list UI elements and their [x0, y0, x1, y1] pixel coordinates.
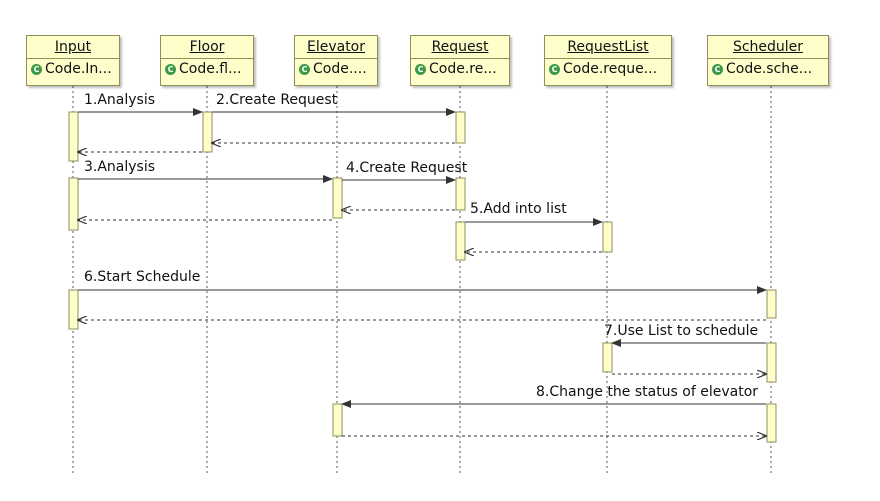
- participant-class-label: Code.fl...: [179, 61, 242, 77]
- participant-separator: [27, 58, 119, 59]
- participant-name: Scheduler: [732, 39, 804, 55]
- class-c-icon: C: [31, 64, 42, 75]
- message-label-1: 1.Analysis: [84, 92, 156, 108]
- activation-bar-3: [455, 111, 466, 144]
- message-label-6: 6.Start Schedule: [84, 269, 201, 285]
- class-c-icon: C: [299, 64, 310, 75]
- message-label-2: 2.Create Request: [216, 92, 338, 108]
- activation-bar-5: [332, 177, 343, 219]
- activation-bar-2: [202, 111, 213, 153]
- participant-name: Floor: [189, 39, 225, 55]
- participant-name: Elevator: [306, 39, 366, 55]
- activation-bar-7: [455, 221, 466, 261]
- participant-separator: [708, 58, 828, 59]
- participant-class-label: Code.reque...: [563, 61, 658, 77]
- activation-bar-9: [68, 289, 79, 330]
- activation-bar-8: [602, 221, 613, 253]
- activation-bar-6: [455, 177, 466, 211]
- activation-bar-13: [332, 403, 343, 437]
- participant-class-label: Code.re...: [429, 61, 497, 77]
- activation-bar-12: [766, 342, 777, 383]
- participant-separator: [161, 58, 253, 59]
- class-c-icon: C: [165, 64, 176, 75]
- activation-bar-14: [766, 403, 777, 443]
- participant-class-label: Code.sche...: [726, 61, 813, 77]
- participant-class-label: Code.In...: [45, 61, 112, 77]
- message-label-5: 5.Add into list: [470, 201, 567, 217]
- participant-name: Input: [54, 39, 92, 55]
- activation-bar-4: [68, 177, 79, 231]
- class-c-icon: C: [712, 64, 723, 75]
- participant-name: Request: [431, 39, 489, 55]
- activation-bar-1: [68, 111, 79, 162]
- class-c-icon: C: [549, 64, 560, 75]
- message-label-3: 3.Analysis: [84, 159, 156, 175]
- message-label-8: 8.Change the status of elevator: [536, 384, 759, 400]
- class-c-icon: C: [415, 64, 426, 75]
- participant-separator: [545, 58, 671, 59]
- message-label-4: 4.Create Request: [346, 160, 468, 176]
- participant-separator: [411, 58, 509, 59]
- participant-class-label: Code....: [313, 61, 367, 77]
- message-label-7: 7.Use List to schedule: [604, 323, 759, 339]
- activation-bar-11: [602, 342, 613, 373]
- participant-name: RequestList: [567, 39, 649, 55]
- activation-bar-10: [766, 289, 777, 319]
- participant-separator: [295, 58, 377, 59]
